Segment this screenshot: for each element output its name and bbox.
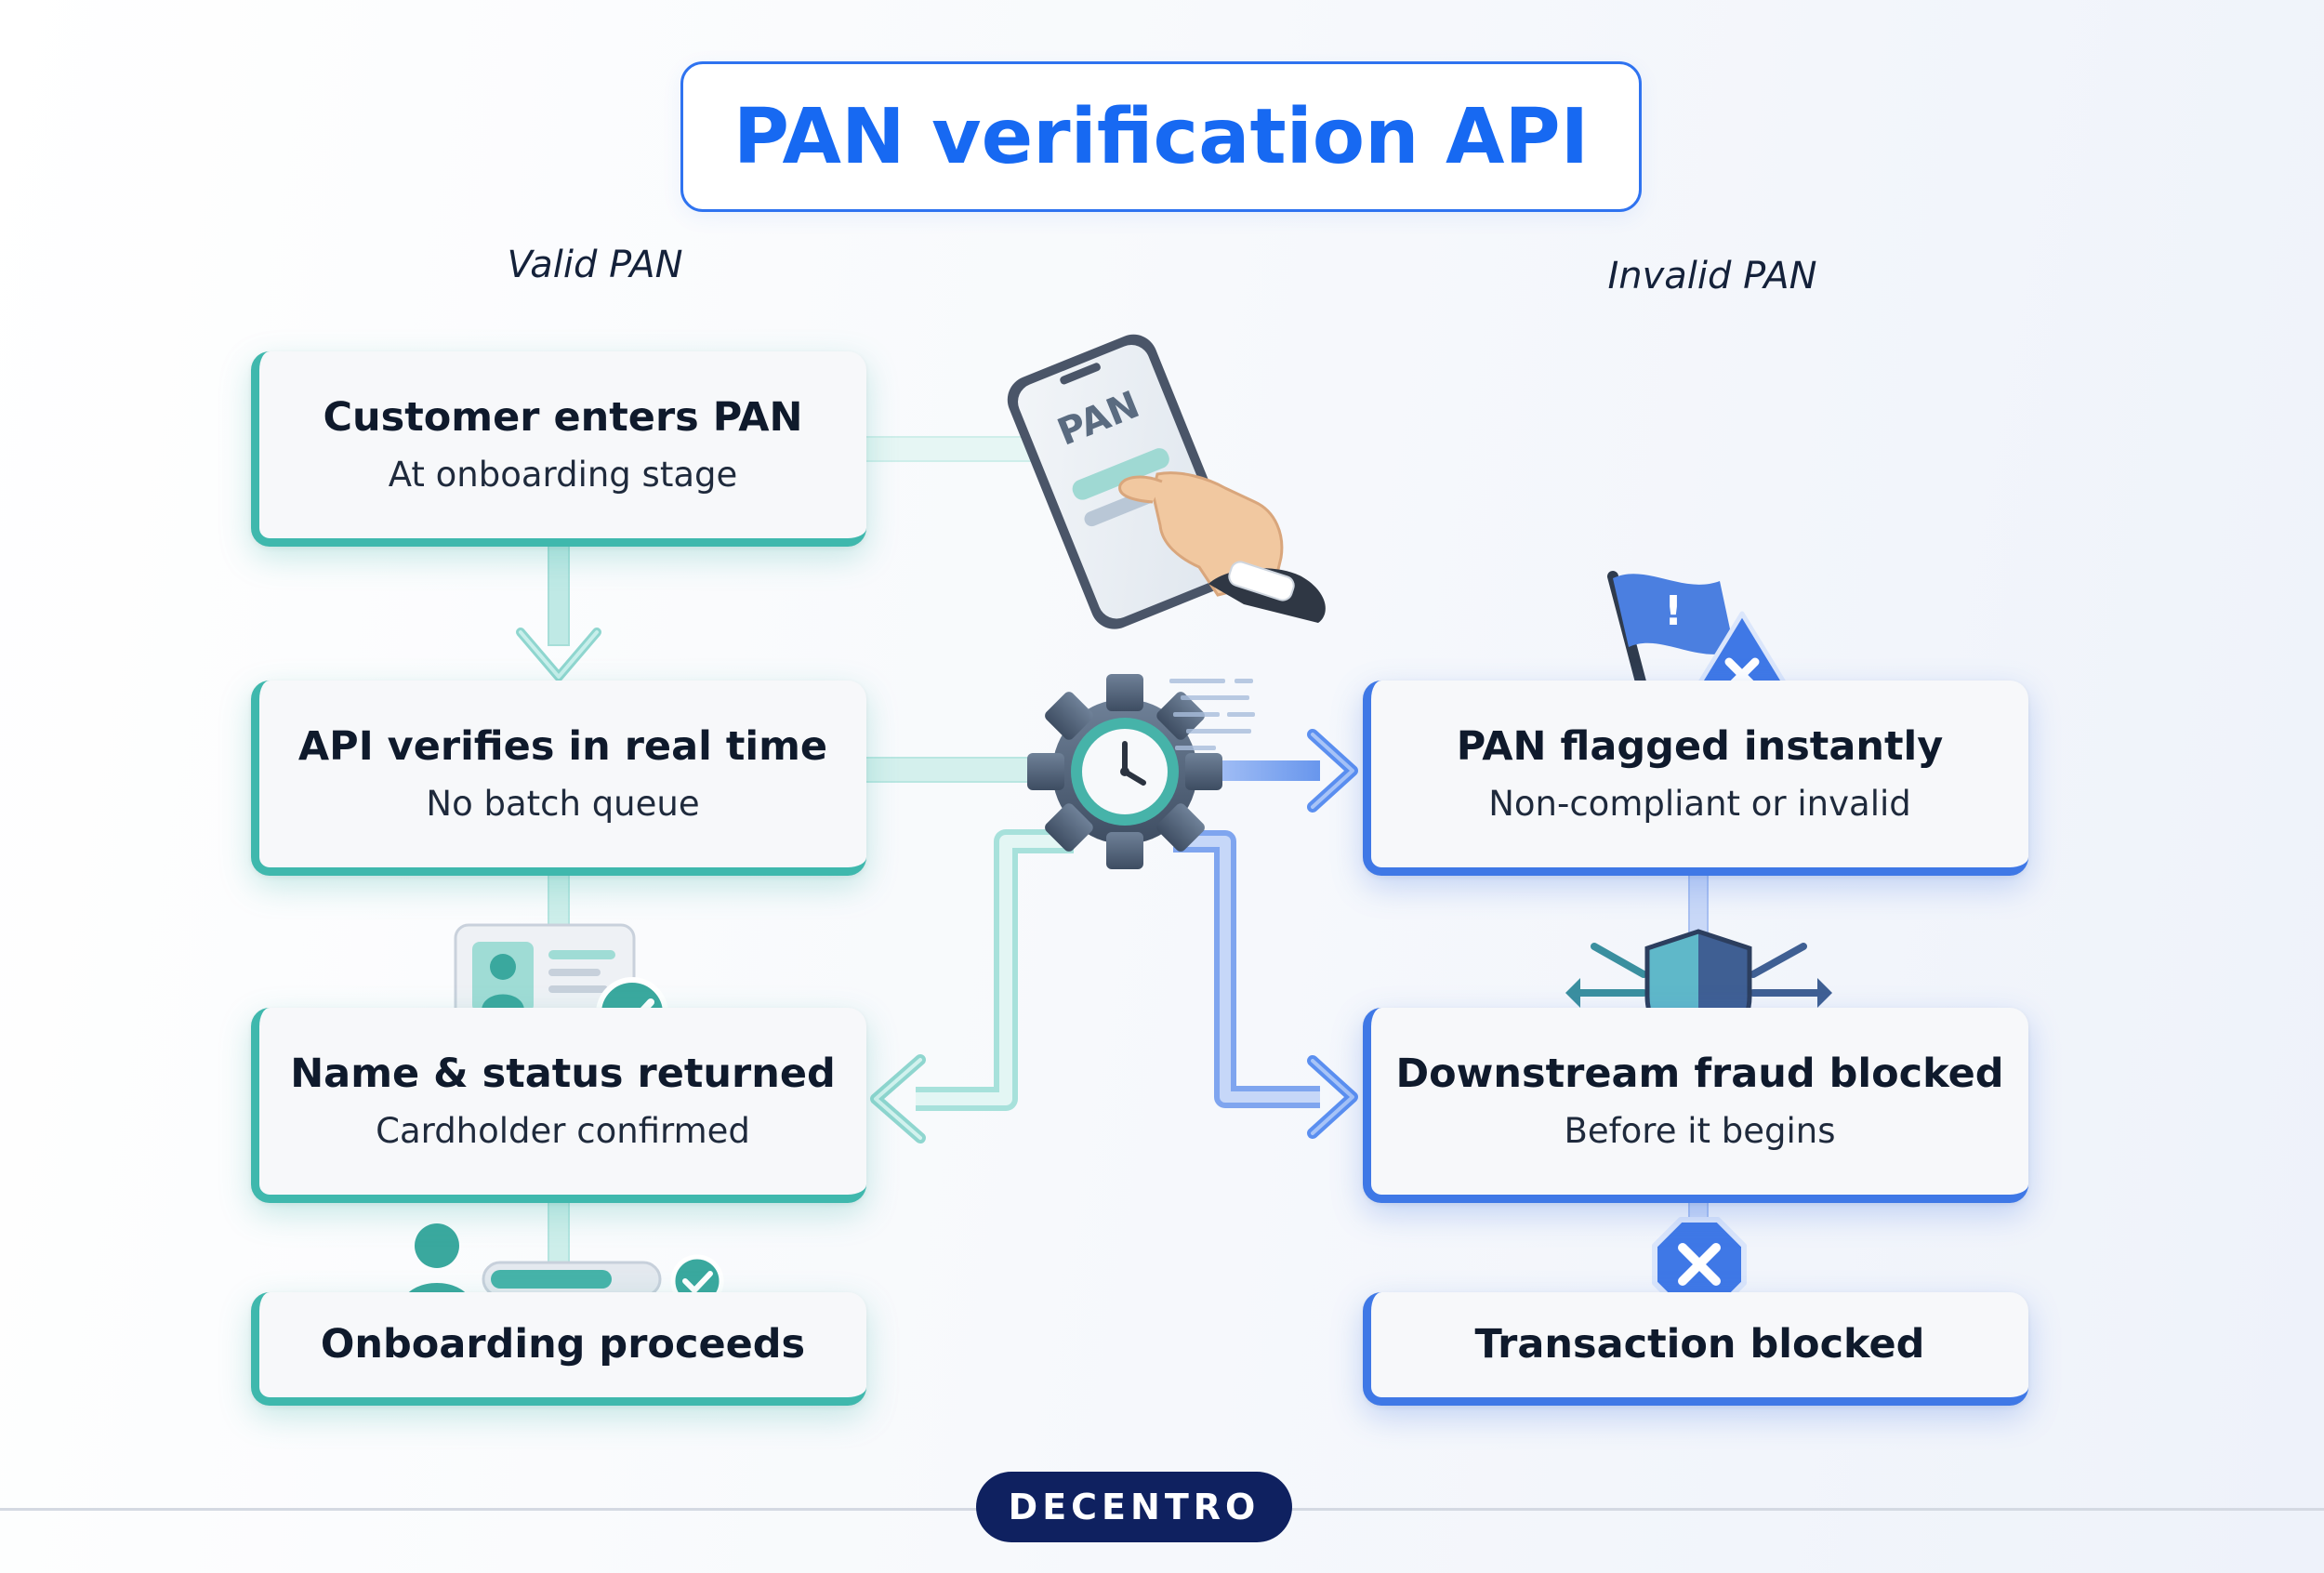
card-subtitle: Non-compliant or invalid bbox=[1488, 783, 1911, 824]
card-pan-flagged: PAN flagged instantly Non-compliant or i… bbox=[1363, 681, 2028, 876]
card-subtitle: Before it begins bbox=[1564, 1110, 1836, 1151]
card-subtitle: At onboarding stage bbox=[388, 454, 738, 495]
valid-pan-heading: Valid PAN bbox=[507, 244, 683, 286]
card-name-status-returned: Name & status returned Cardholder confir… bbox=[251, 1008, 866, 1203]
arrow-down-1 bbox=[516, 542, 601, 681]
title-box: PAN verification API bbox=[680, 61, 1642, 212]
arrow-gear-to-card3 bbox=[870, 829, 1074, 1143]
invalid-pan-heading: Invalid PAN bbox=[1607, 255, 1817, 297]
connector-card2-gear bbox=[864, 757, 1042, 783]
card-title: Transaction blocked bbox=[1474, 1320, 1925, 1368]
card-title: Customer enters PAN bbox=[323, 393, 803, 441]
phone-hand-icon: PAN bbox=[1007, 334, 1326, 629]
svg-text:!: ! bbox=[1664, 588, 1683, 635]
card-onboarding-proceeds: Onboarding proceeds bbox=[251, 1292, 866, 1406]
connector-card1-phone bbox=[864, 436, 1051, 462]
card-subtitle: No batch queue bbox=[426, 783, 700, 824]
arrow-gear-to-fraud bbox=[1173, 830, 1358, 1139]
brand-name: DECENTRO bbox=[1008, 1487, 1261, 1527]
arrow-gear-to-flagged bbox=[1222, 729, 1358, 813]
page-title: PAN verification API bbox=[733, 92, 1590, 181]
card-subtitle: Cardholder confirmed bbox=[376, 1110, 750, 1151]
card-transaction-blocked: Transaction blocked bbox=[1363, 1292, 2028, 1406]
card-title: Onboarding proceeds bbox=[320, 1320, 806, 1368]
card-title: PAN flagged instantly bbox=[1456, 722, 1944, 770]
card-title: API verifies in real time bbox=[297, 722, 828, 770]
card-api-verifies: API verifies in real time No batch queue bbox=[251, 681, 866, 876]
card-title: Name & status returned bbox=[290, 1050, 836, 1097]
brand-logo: DECENTRO bbox=[976, 1472, 1292, 1542]
clock-gear-icon bbox=[1027, 674, 1255, 869]
card-title: Downstream fraud blocked bbox=[1395, 1050, 2004, 1097]
card-fraud-blocked: Downstream fraud blocked Before it begin… bbox=[1363, 1008, 2028, 1203]
card-customer-enters-pan: Customer enters PAN At onboarding stage bbox=[251, 351, 866, 547]
